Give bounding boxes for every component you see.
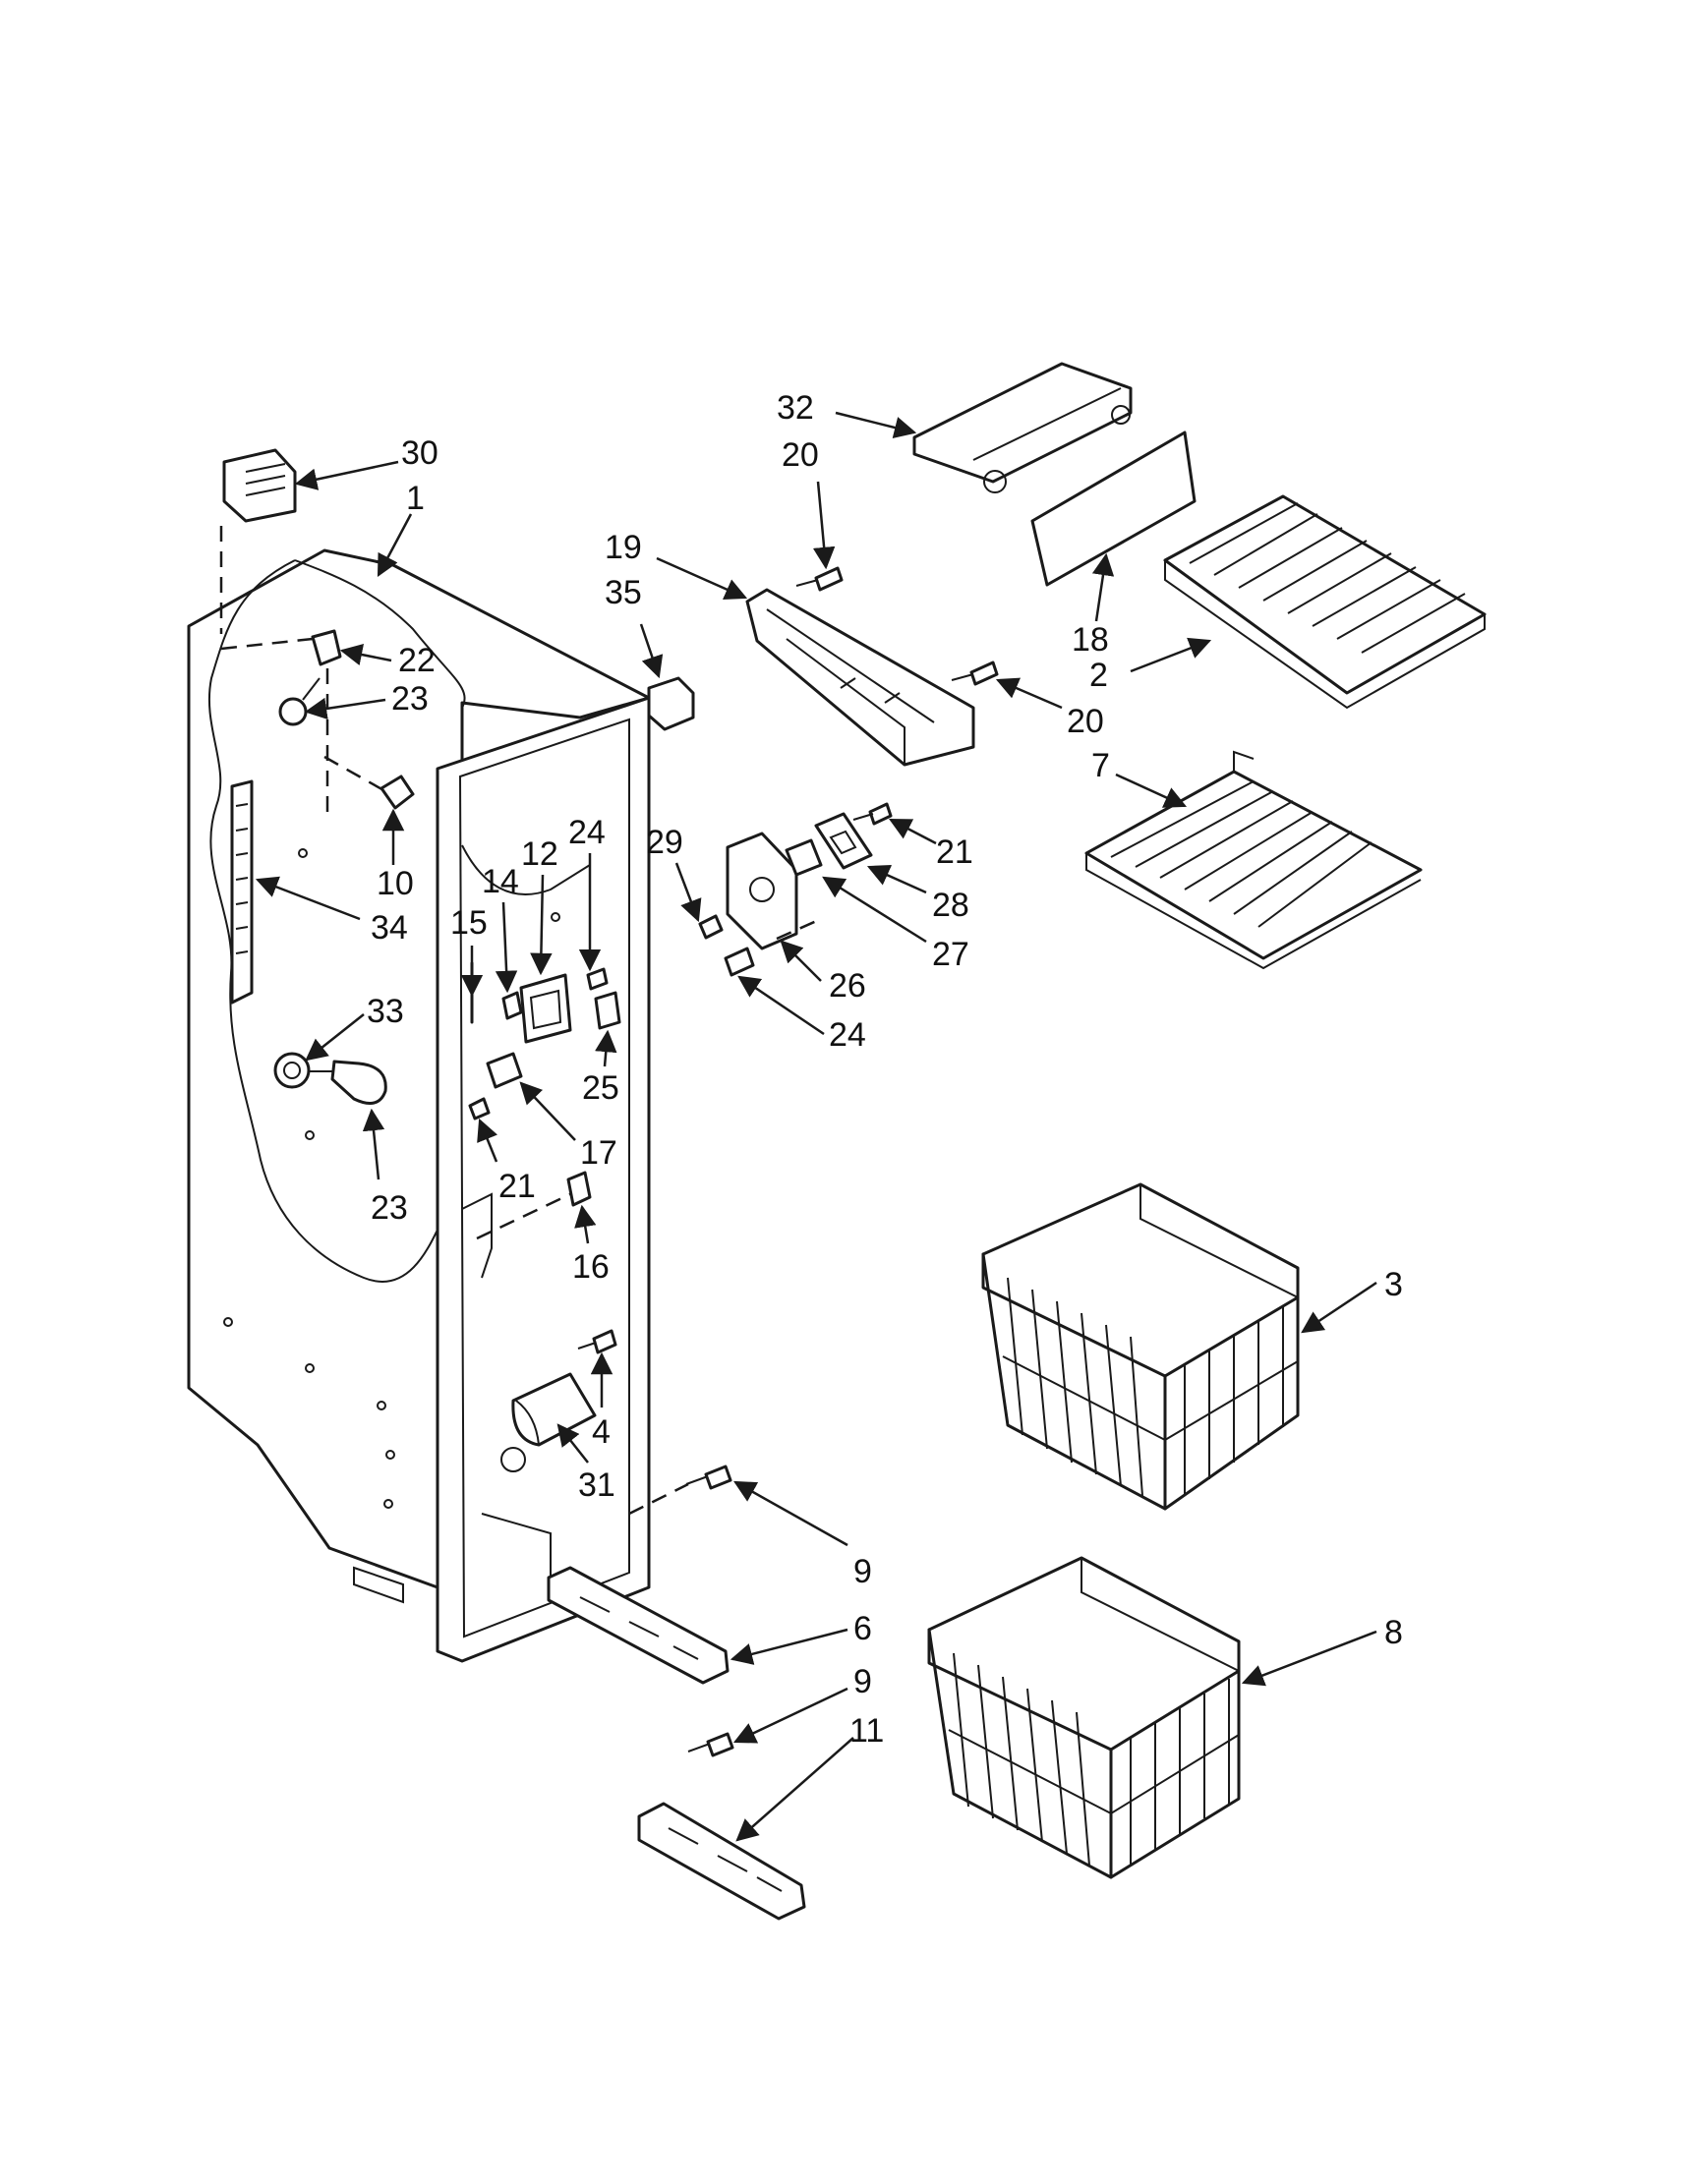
callout-8: 8	[1384, 1614, 1403, 1651]
leader-6	[730, 1628, 848, 1665]
callout-28: 28	[932, 887, 969, 924]
callout-24a: 24	[829, 1016, 866, 1054]
leader-3	[1301, 1281, 1377, 1334]
toe-grille-lower	[637, 1732, 806, 1921]
callout-23b: 23	[371, 1189, 408, 1227]
leader-25	[595, 1029, 617, 1067]
callout-20b: 20	[1067, 703, 1104, 740]
damper-bracket	[814, 802, 893, 870]
light-socket-bottom	[273, 1052, 387, 1105]
callout-9a: 9	[853, 1553, 872, 1590]
leader-8	[1241, 1630, 1377, 1687]
leader-19	[656, 556, 748, 601]
callout-7: 7	[1091, 747, 1110, 784]
callout-4: 4	[592, 1413, 611, 1451]
callout-14: 14	[482, 863, 519, 900]
callout-35: 35	[605, 574, 642, 611]
leader-24a	[737, 975, 825, 1036]
control-assembly	[698, 832, 823, 977]
leader-20b	[995, 677, 1063, 710]
callout-23a: 23	[391, 680, 429, 718]
light-cover-top	[219, 448, 297, 634]
leader-35	[639, 623, 664, 679]
leader-29	[674, 862, 702, 923]
callout-12: 12	[521, 835, 558, 873]
leader-21b	[477, 1118, 498, 1163]
callout-9b: 9	[853, 1663, 872, 1700]
wire-shelf-upper	[1163, 494, 1487, 710]
leader-11	[735, 1737, 854, 1842]
leader-23a	[304, 697, 386, 720]
leader-9b	[732, 1687, 848, 1744]
leader-31	[556, 1423, 589, 1464]
leader-12	[530, 874, 553, 976]
leader-21a	[889, 818, 937, 845]
light-socket-top	[220, 629, 342, 816]
leader-9a	[733, 1480, 848, 1547]
leader-22	[339, 643, 392, 666]
leader-16	[574, 1204, 597, 1244]
leader-26	[780, 940, 822, 982]
leader-7	[1115, 773, 1188, 808]
callout-15: 15	[450, 904, 488, 942]
callout-3: 3	[1384, 1266, 1403, 1303]
callout-21a: 21	[936, 833, 973, 871]
leader-18	[1091, 552, 1115, 622]
connector-block	[647, 676, 695, 731]
leader-20a	[812, 481, 836, 570]
leader-23b	[362, 1108, 385, 1180]
callout-2: 2	[1089, 657, 1108, 694]
leader-34	[255, 876, 361, 921]
leader-lines	[255, 411, 1377, 1842]
heater-duct	[511, 1329, 617, 1447]
cover-panel	[1030, 431, 1197, 587]
callout-10: 10	[377, 865, 414, 902]
clip	[323, 755, 415, 810]
callout-6: 6	[853, 1610, 872, 1647]
bracket-top	[912, 362, 1133, 493]
wire-basket-upper	[981, 1182, 1300, 1511]
leader-33	[305, 1013, 365, 1062]
toe-grille-upper	[547, 1465, 732, 1685]
leader-14	[495, 901, 518, 994]
callout-21b: 21	[498, 1168, 536, 1205]
callout-33: 33	[367, 993, 404, 1030]
callout-24b: 24	[568, 814, 606, 851]
leader-1	[377, 513, 413, 577]
callout-30: 30	[401, 434, 438, 472]
callout-17: 17	[580, 1134, 617, 1172]
leader-27	[822, 876, 927, 944]
callout-19: 19	[605, 529, 642, 566]
leader-2	[1130, 637, 1212, 673]
callout-22: 22	[398, 642, 436, 679]
leader-28	[866, 865, 927, 894]
callout-31: 31	[578, 1466, 615, 1504]
callout-16: 16	[572, 1248, 610, 1286]
callout-29: 29	[646, 824, 683, 861]
callout-26: 26	[829, 967, 866, 1005]
leader-32	[835, 411, 917, 439]
callout-32: 32	[777, 389, 814, 427]
callout-11: 11	[849, 1712, 884, 1750]
callout-25: 25	[582, 1069, 619, 1107]
wire-basket-lower	[927, 1556, 1241, 1879]
callout-27: 27	[932, 936, 969, 973]
light-diffuser-strip	[230, 779, 254, 1005]
callout-34: 34	[371, 909, 408, 947]
leader-17	[519, 1081, 576, 1141]
callout-labels: 30 1 32 20 19 35 18 2 20 22 23 7 21 29 2…	[367, 389, 1403, 1750]
leader-30	[294, 460, 399, 490]
callout-1: 1	[406, 480, 425, 517]
control-housing	[745, 566, 999, 767]
callout-20a: 20	[782, 436, 819, 474]
callout-18: 18	[1072, 621, 1109, 659]
